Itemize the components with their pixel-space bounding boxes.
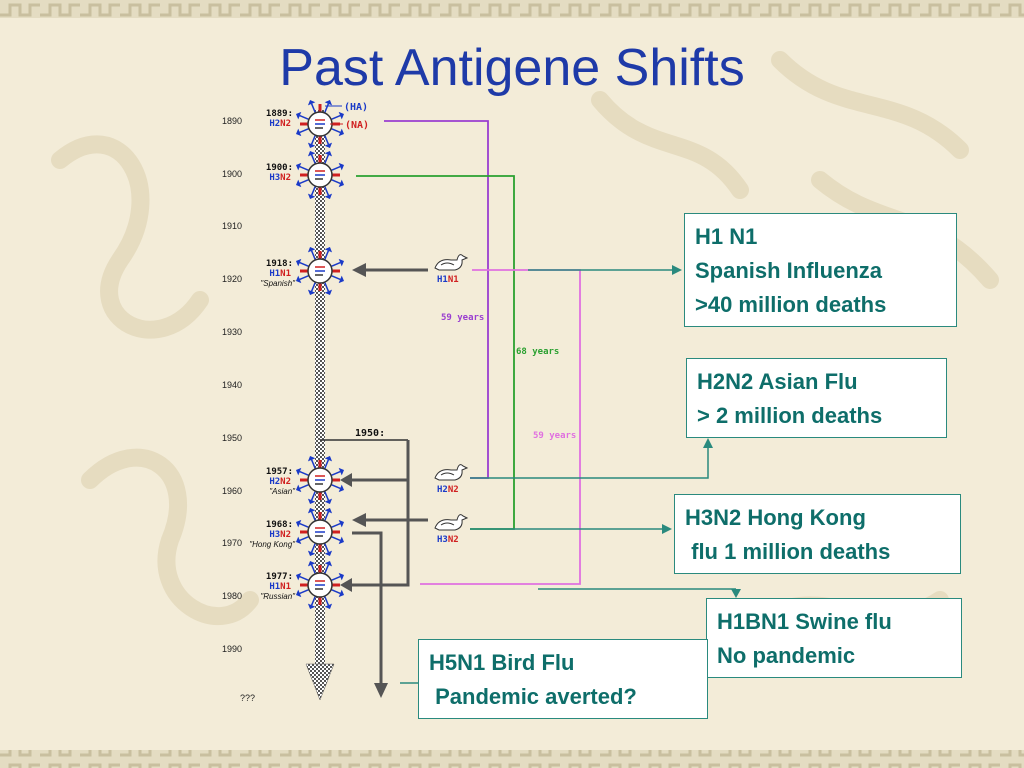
- bird-1968-arrowhead: [352, 513, 366, 527]
- virus-icon: [295, 150, 345, 200]
- virus-icon: [295, 507, 345, 557]
- virus-icon: [295, 455, 345, 505]
- pink-connector: [420, 269, 581, 585]
- pandemic-name: "Russian": [260, 592, 296, 601]
- branch-1950-label: 1950:: [355, 428, 385, 439]
- bird-icon: [434, 514, 469, 531]
- pandemic-year: 1889:: [266, 109, 293, 119]
- bird-subtype: H2N2: [437, 485, 459, 495]
- main-timeline-trunk: [315, 110, 325, 670]
- axis-year-label: 1930: [222, 327, 242, 337]
- pandemic-subtype: H2N2: [269, 477, 291, 487]
- pandemic-name: "Spanish": [260, 279, 296, 288]
- axis-year-label: 1940: [222, 380, 242, 390]
- bird-subtype: H1N1: [437, 275, 459, 285]
- main-timeline-arrowhead: [305, 663, 335, 701]
- axis-year-label: 1910: [222, 221, 242, 231]
- branch-to-1977-arrowhead: [340, 578, 352, 592]
- pandemic-subtype: H2N2: [269, 119, 291, 129]
- axis-year-label: 1960: [222, 486, 242, 496]
- slide-title: Past Antigene Shifts: [279, 39, 745, 97]
- virus-icon: [295, 560, 345, 610]
- interval-h1n1: 59 years: [533, 431, 576, 441]
- axis-year-label: ???: [240, 693, 255, 703]
- axis-year-label: 1970: [222, 538, 242, 548]
- teal-connector-asian: [470, 446, 709, 479]
- bird-1918-arrowhead: [352, 263, 366, 277]
- pandemic-subtype: H3N2: [269, 530, 291, 540]
- branch-to-1977: [352, 480, 410, 587]
- pandemic-name: "Asian": [269, 487, 296, 496]
- pandemic-year: 1957:: [266, 467, 293, 477]
- pandemic-subtype: H1N1: [269, 269, 291, 279]
- axis-year-label: 1990: [222, 644, 242, 654]
- axis-year-label: 1920: [222, 274, 242, 284]
- callout-asian-flu: H2N2 Asian Flu > 2 million deaths: [686, 358, 947, 438]
- virus-icon: [295, 246, 345, 296]
- axis-year-label: 1890: [222, 116, 242, 126]
- bird-icon: [434, 254, 469, 271]
- bird-subtype: H3N2: [437, 535, 459, 545]
- callout-hong-kong-flu: H3N2 Hong Kong flu 1 million deaths: [674, 494, 961, 574]
- interval-h3n2: 68 years: [516, 347, 559, 357]
- green-connector: [356, 175, 515, 530]
- pandemic-subtype: H3N2: [269, 173, 291, 183]
- year-axis: 1890 1900 1910 1920 1930 1940 1950 1960 1970 1980…: [222, 116, 255, 703]
- pandemic-year: 1977:: [266, 572, 293, 582]
- virus-icons: [295, 99, 345, 610]
- pandemic-name: "Hong Kong": [249, 540, 296, 549]
- callout-swine-flu: H1BN1 Swine flu No pandemic: [706, 598, 962, 678]
- pandemic-year: 1918:: [266, 259, 293, 269]
- pandemic-subtype: H1N1: [269, 582, 291, 592]
- axis-year-label: 1980: [222, 591, 242, 601]
- callout-bird-flu: H5N1 Bird Flu Pandemic averted?: [418, 639, 708, 719]
- teal-connector-swine-arrowhead: [731, 589, 741, 598]
- branch-1968-down: [352, 531, 383, 685]
- legend-ha: (HA): [344, 102, 368, 113]
- axis-year-label: 1900: [222, 169, 242, 179]
- callout-spanish-influenza: H1 N1 Spanish Influenza >40 million deat…: [684, 213, 957, 327]
- teal-connector-hongkong-arrowhead: [662, 524, 672, 534]
- teal-connector-asian-arrowhead: [703, 438, 713, 448]
- pandemic-year: 1968:: [266, 520, 293, 530]
- axis-year-label: 1950: [222, 433, 242, 443]
- pandemic-labels: 1889:H2N21900:H3N21918:H1N1"Spanish"1957…: [249, 109, 296, 601]
- purple-connector: [384, 120, 489, 479]
- branch-1968-down-arrowhead: [374, 683, 388, 698]
- legend-na: (NA): [345, 120, 369, 131]
- pandemic-year: 1900:: [266, 163, 293, 173]
- teal-connector-spanish-arrowhead: [672, 265, 682, 275]
- interval-h2n2: 59 years: [441, 313, 484, 323]
- branch-to-1957-arrowhead: [340, 473, 352, 487]
- bird-icon: [434, 464, 469, 481]
- branch-to-1957: [352, 440, 410, 482]
